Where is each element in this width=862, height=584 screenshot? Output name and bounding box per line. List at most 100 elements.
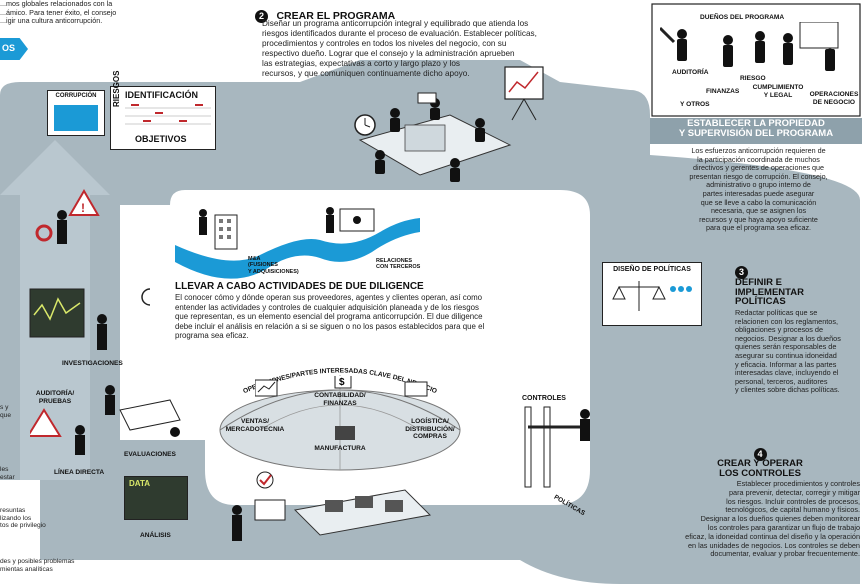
step4-text: Establecer procedimientos y controles pa…: [592, 479, 860, 559]
policy-board-label: DISEÑO DE POLÍTICAS: [613, 266, 691, 273]
due-diligence-title: LLEVAR A CABO ACTIVIDADES DE DUE DILIGEN…: [175, 281, 424, 292]
truck-icon: [404, 381, 428, 397]
step4-line: documentar, evaluar y probar frecuenteme…: [710, 549, 860, 559]
intro-text: ...mos globales relacionados con la ...á…: [0, 0, 200, 26]
step4-line: para prevenir, detectar, corregir y miti…: [729, 487, 860, 497]
ma-label: M&A (FUSIONES Y ADQUISICIONES): [248, 256, 299, 275]
op-line: VENTAS/: [240, 418, 270, 425]
owners-line: partes interesadas puede asegurar: [702, 188, 815, 198]
investigations-label: INVESTIGACIONES: [62, 360, 123, 367]
owners-header: DUEÑOS DEL PROGRAMA: [700, 14, 785, 21]
step3-line: interesadas clave, incluyendo el: [735, 368, 839, 378]
intro-line: ...igir una cultura anticorrupción.: [0, 16, 103, 26]
meeting-table-illustration: [354, 92, 512, 182]
step2-line: riesgos identificados durante el proceso…: [262, 29, 537, 38]
role-label-audit: AUDITORÍA: [672, 69, 709, 76]
step2-line: procedimientos y controles en todos los …: [262, 39, 507, 48]
owners-line: que se lleve a cabo la comunicación: [700, 197, 817, 207]
step3-title: DEFINIR E IMPLEMENTAR POLÍTICAS: [735, 278, 804, 307]
owners-text: Los esfuerzos anticorrupción requieren d…: [655, 146, 862, 233]
monitor-icon: [799, 22, 839, 49]
easel-chart-icon: [504, 66, 544, 121]
step3-line: y clientes sobre dichas políticas.: [735, 385, 840, 395]
role-label-compliance: CUMPLIMIENTO Y LEGAL: [752, 84, 804, 99]
role-label-others: Y OTROS: [680, 101, 710, 108]
board-side-label: RIESGOS: [112, 70, 121, 107]
warning-figure-illustration: !: [35, 189, 100, 244]
data-screen: DATA: [124, 476, 188, 520]
step2-title: CREAR EL PROGRAMA: [276, 10, 396, 22]
step4-title-line: CREAR Y OPERAR: [717, 458, 803, 469]
lifebuoy-icon: [35, 224, 53, 242]
owners-line: presentan riesgo de corrupción. El conse…: [689, 171, 828, 181]
board-bottom-label: OBJETIVOS: [135, 134, 187, 144]
step3-title-line: DEFINIR E: [735, 277, 782, 288]
hotline-label: LÍNEA DIRECTA: [54, 469, 105, 476]
step3-line: negocios. Designar a los dueños: [735, 333, 841, 343]
dd-line: programa sea eficaz.: [175, 331, 249, 341]
op-line: COMPRAS: [413, 433, 447, 441]
left-partial-line: s y: [0, 404, 9, 411]
owners-line: la participación coordinada de muchos: [697, 154, 820, 164]
step3-title-line: POLÍTICAS: [735, 296, 786, 307]
op-line: DISTRIBUCIÓN/: [405, 425, 455, 433]
handshake-icon: [54, 105, 98, 131]
board-top-label: IDENTIFICACIÓN: [125, 90, 198, 100]
evaluations-label: EVALUACIONES: [124, 451, 176, 458]
blue-river: [175, 218, 420, 279]
hotline-evaluations-illustration: [30, 385, 181, 455]
left-partial-line: des y posibles problemas: [0, 558, 75, 565]
step3-line: quienes serán responsables de: [735, 342, 837, 352]
investigation-screen-illustration: [29, 288, 150, 350]
hotline-warning-icon: [30, 408, 62, 437]
role-label-risk: RIESGO: [740, 75, 766, 82]
ma-line: M&A: [248, 256, 261, 262]
role-label-operations: OPERACIONES DE NEGOCIO: [809, 91, 859, 106]
svg-text:$: $: [339, 377, 345, 388]
speech-bubble-icon: [417, 92, 437, 104]
left-partial-line: estar: [0, 473, 15, 481]
alert-bubble-icon: [141, 288, 150, 306]
corruption-card: CORRUPCIÓN: [47, 90, 105, 136]
op-sales: VENTAS/ MERCADOTECNIA: [220, 418, 290, 433]
step2-line: las estrategias, expectativas a corto y …: [262, 59, 460, 68]
owners-line: para que el programa sea eficaz.: [705, 223, 812, 233]
step4-line: los riesgos. Incluir controles de proces…: [726, 496, 860, 506]
step-number-badge: 4: [753, 448, 767, 461]
step4-line: en las unidades de negocios. Los control…: [687, 540, 860, 550]
op-logistics: LOGÍSTICA/ DISTRIBUCIÓN/ COMPRAS: [395, 418, 465, 441]
step3-line: Redactar políticas que se: [735, 308, 818, 317]
audit-line: PRUEBAS: [38, 397, 72, 405]
warning-icon: [68, 189, 100, 216]
audit-line: AUDITORÍA/: [35, 390, 75, 397]
step3-line: asegurar su continua idoneidad: [735, 350, 837, 360]
step2-line: respectivo dueño. Lograr que el consejo …: [262, 49, 515, 58]
due-diligence-text: El conocer cómo y dónde operan sus prove…: [175, 293, 565, 341]
third-line: CON TERCEROS: [376, 264, 421, 271]
third-party-label: RELACIONES CON TERCEROS: [376, 258, 420, 271]
telescope-icon: [660, 26, 676, 44]
left-partial-line: que: [0, 411, 12, 419]
audit-label: AUDITORÍA/ PRUEBAS: [30, 390, 80, 405]
step-number-badge: 3: [735, 266, 748, 279]
ma-line: (FUSIONES: [248, 262, 278, 269]
step4-line: los controles para garantizar un flujo d…: [707, 522, 860, 532]
step2-heading: 2 CREAR EL PROGRAMA: [255, 6, 395, 24]
left-partial-text: des y posibles problemas mientas analíti…: [0, 558, 74, 573]
ma-line: Y ADQUISICIONES): [248, 268, 299, 275]
step2-line: recursos, y que comuniquen continuamente…: [262, 69, 470, 78]
dollar-icon: [334, 376, 352, 389]
step3-line: relacionen con los reglamentos,: [735, 316, 839, 326]
intro-line: ...ámico. Para tener éxito, el consejo: [0, 7, 117, 17]
step3-line: obligaciones y procesos de: [735, 325, 824, 335]
identification-board: RIESGOS IDENTIFICACIÓN OBJETIVOS: [110, 71, 216, 150]
owners-line: Los esfuerzos anticorrupción requieren d…: [691, 146, 826, 155]
policy-design-board: DISEÑO DE POLÍTICAS: [602, 262, 702, 326]
left-partial-text: resuntas lizando los tos de privilegio: [0, 507, 46, 530]
dd-line: entender las actividades y controles de …: [175, 302, 479, 312]
owners-line: necesaria, que se asignen los: [710, 206, 807, 216]
op-manufacturing: MANUFACTURA: [300, 445, 380, 453]
left-partial-line: tos de privilegio: [0, 522, 46, 530]
step3-line: y eficacia. Informar a las partes: [735, 359, 837, 369]
step2-line: Diseñar un programa anticorrupción integ…: [262, 19, 529, 28]
